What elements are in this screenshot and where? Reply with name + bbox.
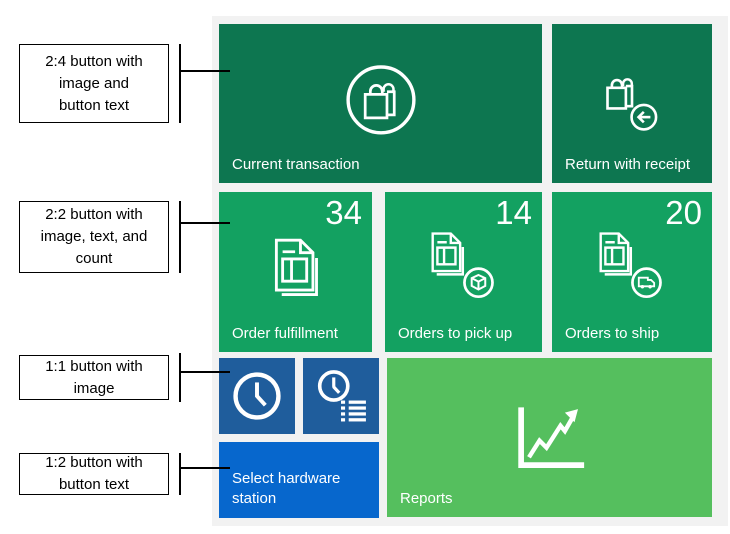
tile-label: Return with receipt [565,156,691,173]
connector-tick [179,353,181,402]
return-with-receipt-tile[interactable]: Return with receipt [552,24,712,183]
order-documents-icon [267,236,325,302]
annotation-label: 1:1 button with image [45,357,143,397]
tile-label: Reports [400,490,453,507]
annotation-label: 2:4 button with image and button text [45,52,143,114]
tile-label: Orders to pick up [398,325,513,342]
tile-count: 14 [495,194,532,231]
annotation-1-2-button: 1:2 button with button text [19,453,169,495]
current-transaction-tile[interactable]: Current transaction [219,24,542,183]
connector-line [181,70,230,72]
connector-line [181,222,230,224]
order-documents-truck-icon [594,230,670,306]
annotation-label: 2:2 button with image, text, and count [40,206,148,267]
clock-icon [229,368,285,424]
tile-label: Order fulfillment [232,325,338,342]
orders-to-ship-tile[interactable]: 20 Orders to ship [552,192,712,352]
clock-list-icon [312,367,370,425]
connector-line [181,371,230,373]
tile-count: 34 [325,194,362,231]
annotation-1-1-button: 1:1 button with image [19,355,169,400]
orders-to-pick-up-tile[interactable]: 14 Orders to pick [385,192,542,352]
clock-tile[interactable] [219,358,295,434]
tile-count: 20 [665,194,702,231]
annotation-label: 1:2 button with button text [45,454,143,493]
connector-line [181,467,230,469]
tile-label: Orders to ship [565,325,660,342]
clock-list-tile[interactable] [303,358,379,434]
order-documents-package-icon [426,230,502,306]
annotation-2-4-button: 2:4 button with image and button text [19,44,169,123]
tile-label: Current transaction [232,156,360,173]
connector-tick [179,453,181,495]
chart-trend-arrow-icon [508,401,592,475]
tile-label: Select hardware station [232,470,341,507]
shopping-bag-return-arrow-icon [597,67,667,141]
connector-tick [179,44,181,123]
connector-tick [179,201,181,273]
order-fulfillment-tile[interactable]: 34 Order fulfillment [219,192,372,352]
reports-tile[interactable]: Reports [387,358,712,517]
shopping-bag-in-circle-icon [340,58,422,140]
select-hardware-station-tile[interactable]: Select hardware station [219,442,379,518]
annotation-2-2-button: 2:2 button with image, text, and count [19,201,169,273]
tile-panel: Current transaction Return with receipt … [212,16,728,526]
